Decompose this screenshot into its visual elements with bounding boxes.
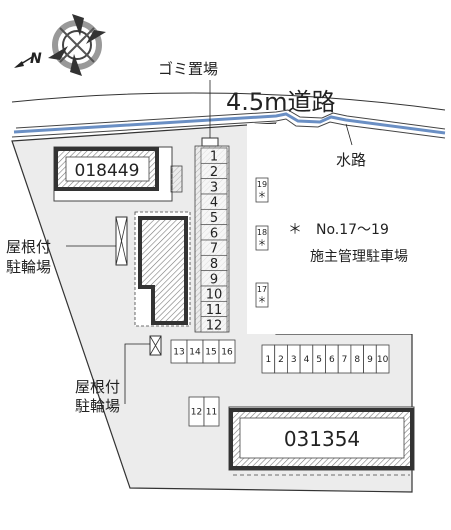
- parking-space-label: 9: [367, 355, 373, 365]
- owner-parking-label-line2: 施主管理駐車場: [310, 248, 408, 265]
- parking-space-label: 8: [354, 355, 360, 365]
- parking-space-label: 7: [342, 355, 348, 365]
- parking-space-label: 3: [291, 355, 297, 365]
- parking-space: 8: [200, 254, 228, 272]
- parking-space: 13: [170, 339, 188, 364]
- parking-space: 14: [186, 339, 204, 364]
- roofed-bike-1-label-line1: 屋根付: [6, 238, 51, 256]
- building-018449: 018449: [53, 146, 183, 202]
- owner-space-mark: ＊: [257, 191, 266, 201]
- parking-space-label: 5: [210, 211, 218, 226]
- parking-space-label: 5: [316, 355, 322, 365]
- owner-parking-space: 19 ＊: [255, 177, 269, 203]
- parking-space-label: 2: [210, 165, 218, 180]
- parking-space-label: 6: [329, 355, 335, 365]
- road-label: 4.5m道路: [226, 88, 336, 116]
- parking-space-label: 1: [265, 355, 271, 365]
- parking-space-label: 10: [377, 355, 389, 365]
- parking-space: 6: [325, 344, 339, 374]
- parking-space: 2: [274, 344, 288, 374]
- parking-space-label: 7: [210, 242, 218, 257]
- parking-space: 7: [200, 239, 228, 257]
- parking-space-label: 9: [210, 272, 218, 287]
- parking-space-label: 10: [206, 288, 223, 303]
- owner-parking-space: 17 ＊: [255, 282, 269, 308]
- parking-space-label: 4: [210, 196, 218, 211]
- parking-space: 5: [200, 208, 228, 226]
- roofed-bike-2-label-line2: 駐輪場: [75, 397, 120, 415]
- parking-space-label: 11: [206, 303, 223, 318]
- waterway-label: 水路: [336, 151, 366, 169]
- owner-parking-label-line1: ＊ No.17～19: [288, 222, 389, 238]
- owner-space-number: 18: [257, 228, 267, 237]
- parking-space: 7: [337, 344, 352, 374]
- compass-north-label: N: [30, 51, 42, 67]
- parking-space-label: 14: [189, 348, 201, 358]
- parking-space: 9: [200, 270, 228, 287]
- parking-space: 4: [299, 344, 314, 374]
- parking-space-label: 3: [210, 180, 218, 195]
- parking-space: 8: [350, 344, 364, 374]
- parking-space-label: 12: [206, 318, 223, 333]
- owner-space-number: 17: [257, 285, 267, 294]
- parking-space-label: 12: [191, 408, 202, 418]
- roofed-bike-parking-2: 屋根付 駐輪場: [75, 335, 162, 415]
- waterway: [11, 109, 446, 146]
- parking-space-label: 6: [210, 226, 218, 241]
- building-center: [134, 211, 191, 327]
- parking-space: 12: [188, 396, 205, 427]
- parking-space: 1: [200, 147, 228, 165]
- compass-icon: N: [14, 14, 106, 76]
- parking-space: 15: [202, 339, 220, 364]
- parking-space: 3: [286, 344, 301, 374]
- parking-space: 12: [200, 316, 228, 333]
- owner-parking-space: 18 ＊: [255, 225, 269, 251]
- parking-space: 9: [363, 344, 377, 374]
- owner-managed-spaces: 19 ＊ 18 ＊ 17 ＊: [255, 177, 269, 308]
- parking-space-label: 13: [173, 348, 184, 358]
- garbage-label: ゴミ置場: [158, 60, 218, 78]
- parking-space: 10: [200, 285, 228, 303]
- parking-group-13-16: 13 14 15 16: [170, 339, 236, 364]
- parking-space: 11: [203, 396, 220, 427]
- owner-space-number: 19: [257, 180, 267, 189]
- parking-space: 5: [312, 344, 326, 374]
- parking-space-label: 16: [221, 348, 233, 358]
- owner-space-mark: ＊: [257, 296, 266, 306]
- roofed-bike-parking-1: 屋根付 駐輪場: [6, 216, 128, 276]
- parking-space-label: 15: [205, 348, 216, 358]
- parking-space: 10: [375, 344, 390, 374]
- owner-space-mark: ＊: [257, 239, 266, 249]
- parking-space: 2: [200, 162, 228, 180]
- parking-space-label: 2: [278, 355, 284, 365]
- building-031354: 031354: [228, 406, 415, 476]
- parking-space-label: 1: [210, 150, 218, 165]
- parking-space-label: 8: [210, 257, 218, 272]
- parking-space-label: 4: [304, 355, 310, 365]
- parking-group-12-11: 12 11: [188, 396, 220, 427]
- roofed-bike-2-label-line1: 屋根付: [75, 378, 120, 396]
- parking-space: 4: [200, 193, 228, 211]
- parking-space-label: 11: [206, 408, 217, 418]
- building-031354-label: 031354: [284, 427, 360, 451]
- parking-space: 1: [261, 344, 276, 374]
- parking-space: 3: [200, 178, 228, 195]
- building-018449-label: 018449: [75, 161, 140, 181]
- parking-space: 6: [200, 224, 228, 241]
- parking-space: 11: [200, 300, 228, 318]
- roofed-bike-1-label-line2: 駐輪場: [6, 258, 51, 276]
- road: [11, 92, 446, 111]
- owner-parking-area: [276, 123, 445, 334]
- garbage-station: [201, 137, 219, 147]
- parking-space: 16: [218, 339, 236, 364]
